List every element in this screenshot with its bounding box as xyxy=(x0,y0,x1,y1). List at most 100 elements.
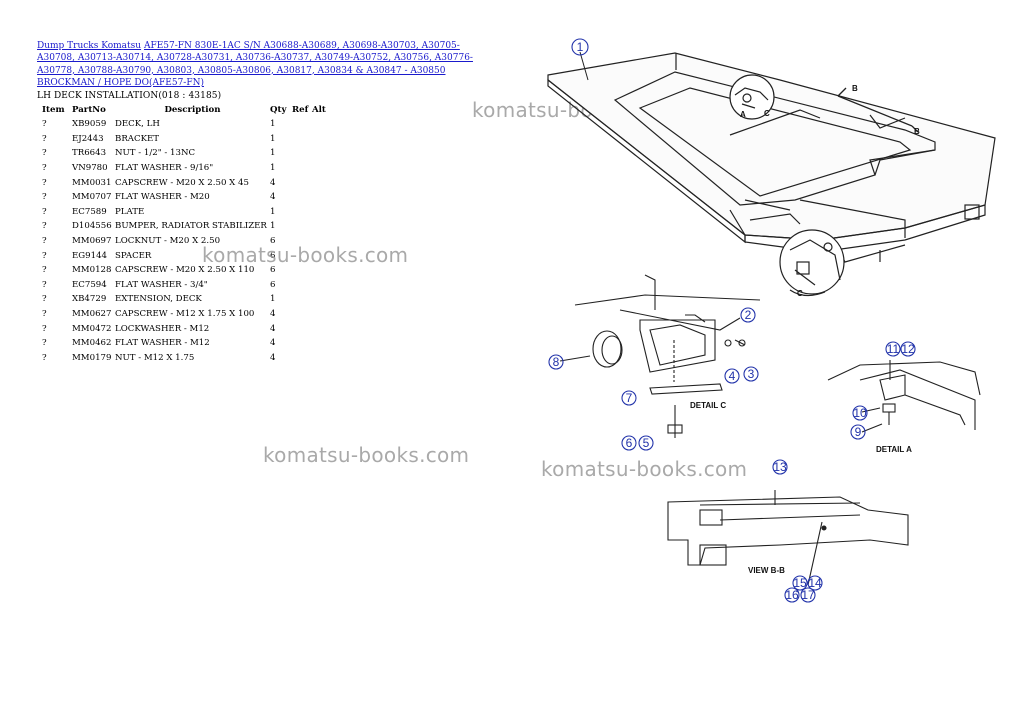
cell-description: SPACER xyxy=(115,250,152,261)
cell-item: ? xyxy=(42,279,47,290)
cell-qty: 6 xyxy=(270,250,276,261)
cell-ref xyxy=(292,175,312,190)
cell-description: FLAT WASHER - 3/4" xyxy=(115,279,208,290)
callout-15-label: 15 xyxy=(793,576,807,590)
cell-description: PLATE xyxy=(115,206,145,217)
detail-a-drawing xyxy=(827,360,981,433)
callout-3 xyxy=(743,366,759,382)
cell-item: ? xyxy=(42,177,47,188)
callout-10-label: 10 xyxy=(853,406,867,420)
cell-item: ? xyxy=(42,133,47,144)
cell-description: LOCKWASHER - M12 xyxy=(115,323,210,334)
label-detail-a: DETAIL A xyxy=(876,445,912,454)
cell-ref xyxy=(292,278,312,293)
cell-description: FLAT WASHER - 9/16" xyxy=(115,163,214,174)
callout-6 xyxy=(638,435,654,451)
callout-14 xyxy=(807,575,823,591)
cell-ref xyxy=(292,336,312,351)
cell-partno: EC7594 xyxy=(72,279,107,290)
breadcrumb-link-dump-trucks[interactable]: Dump Trucks Komatsu xyxy=(37,41,142,51)
cell-qty: 4 xyxy=(270,323,276,334)
cell-partno: MM0697 xyxy=(72,236,112,247)
deck-drawing xyxy=(547,52,996,263)
header-ref: Ref xyxy=(292,105,309,115)
cell-item: ? xyxy=(42,221,47,232)
cell-item: ? xyxy=(42,250,47,261)
cell-alt xyxy=(312,219,326,234)
cell-description: NUT - 1/2" - 13NC xyxy=(115,148,196,159)
cell-description: DECK, LH xyxy=(115,119,160,130)
label-c-top: C xyxy=(764,109,770,118)
cell-description: BUMPER, RADIATOR STABILIZER xyxy=(115,221,267,232)
callout-13 xyxy=(772,459,788,475)
cell-partno: EG9144 xyxy=(72,250,108,261)
callout-4 xyxy=(724,368,740,384)
header-partno: PartNo xyxy=(72,105,106,115)
parts-diagram: 1 2 3 4 5 6 7 8 9 10 11 12 13 14 15 16 1… xyxy=(547,38,996,603)
cell-qty: 1 xyxy=(270,294,276,305)
callout-2-label: 2 xyxy=(745,308,752,322)
cell-partno: XB4729 xyxy=(72,294,107,305)
cell-qty: 1 xyxy=(270,221,276,232)
cell-ref xyxy=(292,205,312,220)
cell-partno: MM0707 xyxy=(72,192,112,203)
cell-partno: MM0627 xyxy=(72,309,112,320)
label-c-bottom: C xyxy=(797,289,803,298)
callout-10 xyxy=(852,405,868,421)
callout-3-label: 3 xyxy=(748,367,755,381)
cell-item: ? xyxy=(42,309,47,320)
cell-description: LOCKNUT - M20 X 2.50 xyxy=(115,236,221,247)
cell-alt xyxy=(312,351,326,366)
cell-alt xyxy=(312,205,326,220)
cell-item: ? xyxy=(42,163,47,174)
detail-circle-c xyxy=(779,229,845,297)
watermark: komatsu-books.com xyxy=(541,457,748,481)
table-header-row: Item PartNo Description Qty Ref Alt xyxy=(37,103,326,117)
cell-qty: 1 xyxy=(270,148,276,159)
cell-item: ? xyxy=(42,323,47,334)
callout-7-label: 7 xyxy=(626,391,633,405)
cell-description: CAPSCREW - M20 X 2.50 X 45 xyxy=(115,177,249,188)
cell-alt xyxy=(312,292,326,307)
cell-qty: 4 xyxy=(270,352,276,363)
callout-11 xyxy=(885,341,901,357)
cell-alt xyxy=(312,117,326,132)
callout-7 xyxy=(621,390,637,406)
callout-12 xyxy=(900,341,916,357)
cell-ref xyxy=(292,117,312,132)
cell-qty: 1 xyxy=(270,206,276,217)
cell-alt xyxy=(312,190,326,205)
cell-qty: 4 xyxy=(270,177,276,188)
callout-1 xyxy=(571,38,589,56)
cell-qty: 6 xyxy=(270,265,276,276)
cell-ref xyxy=(292,190,312,205)
cell-ref xyxy=(292,307,312,322)
label-view-bb: VIEW B-B xyxy=(748,566,785,575)
cell-partno: MM0128 xyxy=(72,265,112,276)
callout-15 xyxy=(792,575,808,591)
label-b-bottom: B xyxy=(914,127,920,136)
cell-alt xyxy=(312,307,326,322)
cell-partno: MM0472 xyxy=(72,323,112,334)
header-qty: Qty xyxy=(270,105,287,115)
cell-partno: MM0179 xyxy=(72,352,112,363)
breadcrumb-link-model[interactable]: AFE57-FN 830E-1AC S/N A30688-A30689, A30… xyxy=(37,41,473,88)
cell-alt xyxy=(312,161,326,176)
cell-item: ? xyxy=(42,236,47,247)
cell-ref xyxy=(292,321,312,336)
cell-item: ? xyxy=(42,265,47,276)
cell-description: NUT - M12 X 1.75 xyxy=(115,352,195,363)
cell-description: FLAT WASHER - M12 xyxy=(115,338,210,349)
callout-2 xyxy=(740,307,756,323)
cell-item: ? xyxy=(42,206,47,217)
